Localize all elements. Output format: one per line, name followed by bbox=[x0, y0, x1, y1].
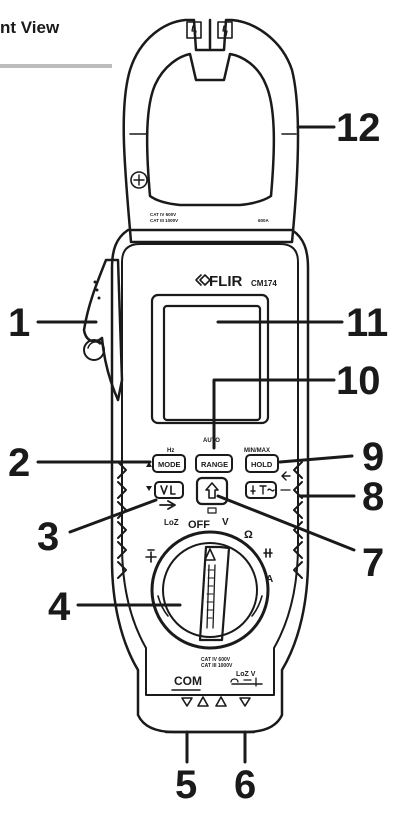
center-button[interactable] bbox=[195, 476, 229, 506]
brand-model: CM174 bbox=[251, 279, 277, 288]
dial-v-label: V bbox=[222, 517, 229, 528]
cat-rating-1: CAT IV 600V bbox=[201, 657, 231, 663]
header-title: nt View bbox=[0, 18, 60, 37]
callout-lines bbox=[36, 125, 356, 764]
com-terminal-label: COM bbox=[174, 674, 202, 688]
callout-8: 8 bbox=[362, 475, 384, 519]
dial-a-label: A bbox=[266, 574, 273, 585]
ncv-icon bbox=[145, 549, 157, 563]
dial-loz-label: LoZ bbox=[164, 518, 179, 527]
callout-5: 5 bbox=[175, 763, 197, 807]
range-alt-label: AUTO bbox=[203, 438, 220, 444]
flashlight-icon bbox=[159, 500, 176, 510]
rotary-dial[interactable] bbox=[150, 530, 270, 650]
callout-3: 3 bbox=[37, 515, 59, 559]
callout-10: 10 bbox=[336, 359, 381, 403]
hold-button-label: HOLD bbox=[251, 460, 273, 469]
header-rule bbox=[0, 64, 112, 68]
vohm-terminal-label: LoZ V bbox=[236, 671, 256, 678]
flir-logo-icon bbox=[195, 274, 211, 286]
mode-button[interactable] bbox=[152, 454, 186, 473]
brand-logo: FLIR bbox=[209, 273, 242, 290]
cat-rating-2: CAT III 1000V bbox=[201, 663, 233, 669]
dial-ohm-label: Ω bbox=[244, 529, 253, 541]
range-button[interactable] bbox=[195, 454, 233, 473]
callout-6: 6 bbox=[234, 763, 256, 807]
mode-button-label: MODE bbox=[158, 460, 181, 469]
ohm-continuity-icons bbox=[230, 677, 257, 687]
triangle-up-icon bbox=[146, 462, 152, 467]
jaw-cat-left: CAT IV 600V bbox=[150, 212, 176, 217]
mode-alt-label: Hz bbox=[167, 448, 174, 454]
arrow-left-icon bbox=[281, 471, 291, 481]
vfd-button[interactable] bbox=[154, 481, 184, 499]
hold-alt-label: MIN/MAX bbox=[244, 448, 270, 454]
vfd-icon bbox=[160, 485, 176, 495]
temp-button[interactable] bbox=[245, 481, 277, 499]
capacitor-icon bbox=[263, 548, 273, 558]
callout-1: 1 bbox=[8, 301, 30, 345]
callout-7: 7 bbox=[362, 541, 384, 585]
callout-12: 12 bbox=[336, 106, 381, 150]
up-arrow-icon bbox=[205, 482, 219, 499]
thermometer-icon bbox=[250, 485, 275, 495]
clamp-jaw bbox=[122, 18, 300, 244]
callout-9: 9 bbox=[362, 435, 384, 479]
jaw-trigger[interactable] bbox=[82, 258, 124, 402]
callout-2: 2 bbox=[8, 441, 30, 485]
range-button-label: RANGE bbox=[201, 460, 228, 469]
triangle-down-icon bbox=[146, 486, 152, 491]
terminal-markers bbox=[181, 696, 251, 707]
jaw-cat-right: 600A bbox=[258, 218, 270, 223]
callout-4: 4 bbox=[48, 585, 71, 629]
dial-off-label: OFF bbox=[188, 519, 210, 531]
center-button-mark bbox=[207, 507, 217, 514]
callout-11: 11 bbox=[346, 301, 388, 345]
jaw-cat-left-2: CAT III 1000V bbox=[150, 218, 178, 223]
hold-button[interactable] bbox=[245, 454, 279, 473]
